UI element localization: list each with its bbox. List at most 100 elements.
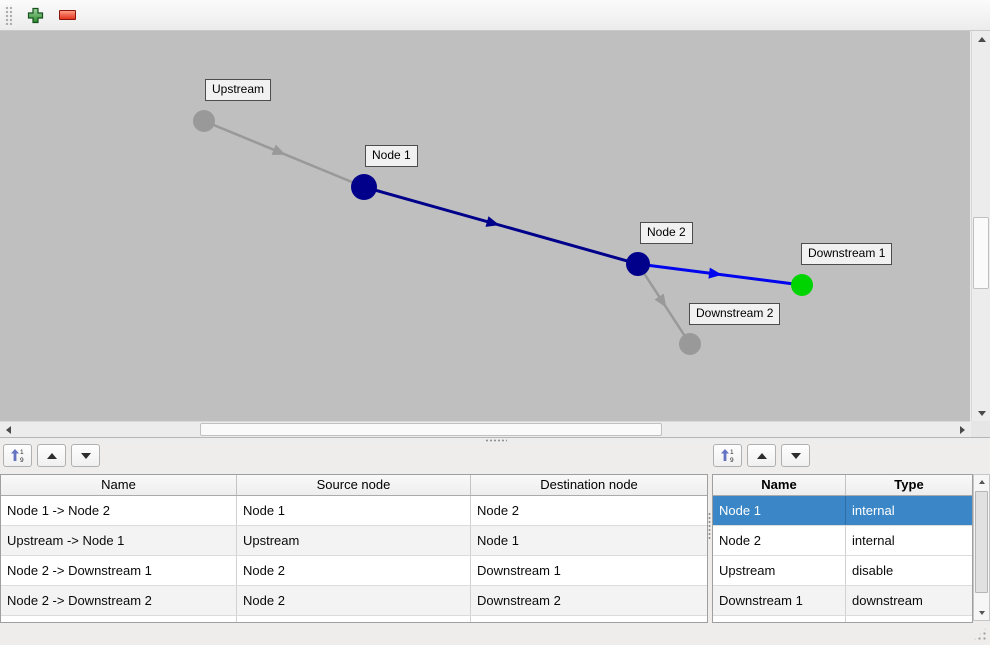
edge-arrow-icon: [485, 216, 500, 227]
edge-destination-cell[interactable]: Node 1: [477, 533, 519, 548]
edge-name-cell[interactable]: Node 2 -> Downstream 2: [1, 586, 237, 615]
remove-icon[interactable]: [54, 3, 80, 27]
node-type-cell[interactable]: internal: [852, 533, 895, 548]
empty-row: [1, 616, 707, 622]
graph-svg: [193, 110, 813, 355]
column-header-name[interactable]: Name: [713, 475, 846, 495]
edge-destination-cell[interactable]: Downstream 1: [477, 563, 561, 578]
node-label[interactable]: Downstream 1: [801, 243, 893, 265]
scroll-right-button[interactable]: [954, 422, 970, 438]
table-row[interactable]: Node 1 -> Node 2 Node 1 Node 2: [1, 496, 707, 526]
edge-arrow-icon: [654, 293, 667, 308]
arrow-up-icon: [978, 480, 985, 484]
edge-move-up-button[interactable]: [37, 444, 66, 467]
graph-node[interactable]: [193, 110, 215, 132]
graph-node[interactable]: [679, 333, 701, 355]
arrow-right-icon: [959, 426, 965, 434]
canvas-vertical-scrollbar[interactable]: [971, 31, 990, 421]
edge-source-cell[interactable]: Upstream: [237, 526, 471, 555]
add-icon[interactable]: [22, 3, 48, 27]
arrow-left-icon: [5, 426, 11, 434]
triangle-up-icon: [46, 452, 57, 459]
table-row[interactable]: Upstream -> Node 1 Upstream Node 1: [1, 526, 707, 556]
vertical-splitter-grip-icon[interactable]: [708, 512, 711, 540]
scroll-down-button[interactable]: [972, 405, 990, 421]
table-row[interactable]: Node 2 -> Downstream 1 Node 2 Downstream…: [1, 556, 707, 586]
edge-destination-cell[interactable]: Downstream 2: [477, 593, 561, 608]
empty-cell: [471, 616, 707, 622]
graph-node[interactable]: [791, 274, 813, 296]
scroll-down-button[interactable]: [974, 606, 989, 620]
canvas-horizontal-scrollbar[interactable]: [0, 421, 970, 438]
edge-source-cell[interactable]: Node 2: [237, 586, 471, 615]
node-move-down-button[interactable]: [781, 444, 810, 467]
toolbar-drag-handle[interactable]: [4, 5, 12, 25]
table-row[interactable]: Node 2 -> Downstream 2 Node 2 Downstream…: [1, 586, 707, 616]
edge-table: Name Source node Destination node Node 1…: [0, 474, 708, 623]
column-header-type[interactable]: Type: [894, 477, 924, 492]
column-header-name[interactable]: Name: [1, 475, 237, 495]
graph-edge[interactable]: [363, 185, 639, 266]
node-label[interactable]: Downstream 2: [689, 303, 781, 325]
column-header-source[interactable]: Source node: [237, 475, 471, 495]
minus-icon: [58, 10, 76, 20]
scroll-up-button[interactable]: [972, 31, 990, 47]
edge-name-cell[interactable]: Node 2 -> Downstream 1: [1, 556, 237, 585]
node-table: Name Type Node 1 internal Node 2 interna…: [712, 474, 973, 623]
edge-arrow-icon: [271, 144, 286, 155]
table-row[interactable]: Downstream 1 downstream: [713, 586, 972, 616]
horizontal-scrollbar-thumb[interactable]: [200, 423, 662, 436]
svg-text:9: 9: [730, 457, 734, 463]
svg-text:1: 1: [730, 449, 734, 456]
node-type-cell[interactable]: downstream: [852, 593, 923, 608]
table-row-selected[interactable]: Node 1 internal: [713, 496, 972, 526]
triangle-up-icon: [756, 452, 767, 459]
sort-ascending-icon: 1 9: [11, 449, 24, 463]
edge-sort-button[interactable]: 1 9: [3, 444, 32, 467]
edge-destination-cell[interactable]: Node 2: [477, 503, 519, 518]
edge-source-cell[interactable]: Node 1: [237, 496, 471, 525]
column-header-destination[interactable]: Destination node: [540, 477, 638, 492]
node-move-up-button[interactable]: [747, 444, 776, 467]
node-type-cell[interactable]: internal: [852, 503, 895, 518]
node-name-cell[interactable]: Node 1: [713, 496, 846, 525]
empty-cell: [1, 616, 237, 622]
node-name-cell[interactable]: Node 2: [713, 526, 846, 555]
arrow-down-icon: [977, 410, 986, 416]
vertical-scrollbar-thumb[interactable]: [973, 217, 989, 289]
top-toolbar: [0, 0, 990, 31]
table-row[interactable]: Node 2 internal: [713, 526, 972, 556]
edge-move-down-button[interactable]: [71, 444, 100, 467]
edge-name-cell[interactable]: Node 1 -> Node 2: [1, 496, 237, 525]
scroll-up-button[interactable]: [974, 475, 989, 489]
node-label[interactable]: Node 1: [365, 145, 418, 167]
node-name-cell[interactable]: Upstream: [713, 556, 846, 585]
edge-table-header: Name Source node Destination node: [1, 475, 707, 496]
node-label[interactable]: Upstream: [205, 79, 272, 101]
node-table-header: Name Type: [713, 475, 972, 496]
table-row[interactable]: Upstream disable: [713, 556, 972, 586]
table-scrollbar-thumb[interactable]: [975, 491, 988, 593]
resize-grip-icon[interactable]: [972, 626, 988, 642]
arrow-down-icon: [978, 611, 985, 615]
edge-source-cell[interactable]: Node 2: [237, 556, 471, 585]
edge-arrow-icon: [708, 267, 723, 279]
node-sort-button[interactable]: 1 9: [713, 444, 742, 467]
graph-node[interactable]: [626, 252, 650, 276]
edge-name-cell[interactable]: Upstream -> Node 1: [1, 526, 237, 555]
node-label[interactable]: Node 2: [640, 222, 693, 244]
empty-cell: [846, 616, 972, 622]
node-table-scrollbar[interactable]: [973, 474, 990, 621]
triangle-down-icon: [80, 452, 91, 459]
splitter-grip-icon[interactable]: [485, 439, 507, 442]
node-type-cell[interactable]: disable: [852, 563, 894, 578]
triangle-down-icon: [790, 452, 801, 459]
scroll-left-button[interactable]: [0, 422, 16, 438]
scrollbar-corner: [971, 421, 990, 437]
node-name-cell[interactable]: Downstream 1: [713, 586, 846, 615]
arrow-up-icon: [977, 36, 986, 42]
graph-node[interactable]: [351, 174, 377, 200]
sort-ascending-icon: 1 9: [721, 449, 734, 463]
